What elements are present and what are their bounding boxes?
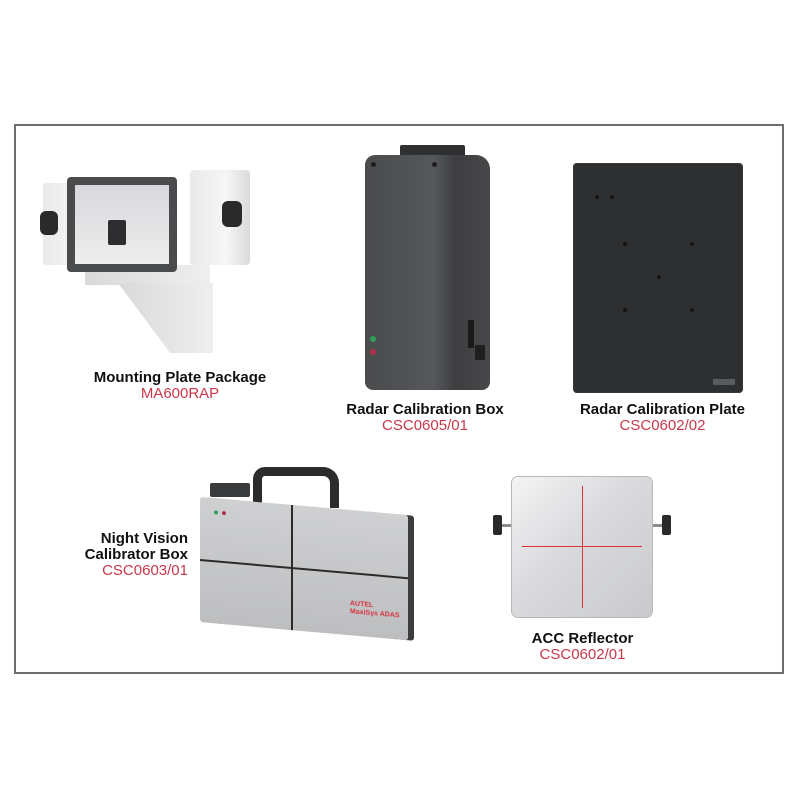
product-code: CSC0602/02	[619, 417, 706, 434]
product-name: ACC Reflector	[531, 630, 634, 647]
product-name: Mounting Plate Package	[93, 369, 267, 386]
product-label-acc-reflector: ACC Reflector CSC0602/01	[495, 631, 670, 663]
product-label-radar-plate: Radar Calibration Plate CSC0602/02	[560, 402, 765, 434]
product-label-night-vision: Night Vision Calibrator Box CSC0603/01	[60, 531, 188, 579]
product-name: Night Vision	[100, 530, 188, 547]
mounting-plate-image	[40, 165, 260, 365]
product-code: MA600RAP	[140, 385, 220, 402]
product-code: CSC0603/01	[102, 562, 188, 579]
product-acc-reflector	[490, 473, 675, 623]
acc-reflector-image	[490, 473, 675, 623]
product-name: Radar Calibration Plate	[579, 401, 746, 418]
product-label-mounting-plate: Mounting Plate Package MA600RAP	[60, 370, 300, 402]
product-radar-box	[360, 140, 495, 395]
product-radar-plate	[573, 163, 745, 395]
product-name: Radar Calibration Box	[346, 401, 504, 418]
logo-text: MaxiSys ADAS	[350, 608, 400, 620]
night-vision-box-image: AUTEL MaxiSys ADAS	[195, 465, 425, 650]
radar-plate-image	[573, 163, 743, 393]
product-name: Calibrator Box	[84, 546, 188, 563]
product-code: CSC0605/01	[382, 417, 468, 434]
product-label-radar-box: Radar Calibration Box CSC0605/01	[330, 402, 520, 434]
product-night-vision: AUTEL MaxiSys ADAS	[195, 465, 425, 650]
radar-box-image	[360, 140, 495, 395]
product-mounting-plate	[40, 165, 260, 365]
product-code: CSC0602/01	[539, 646, 626, 663]
